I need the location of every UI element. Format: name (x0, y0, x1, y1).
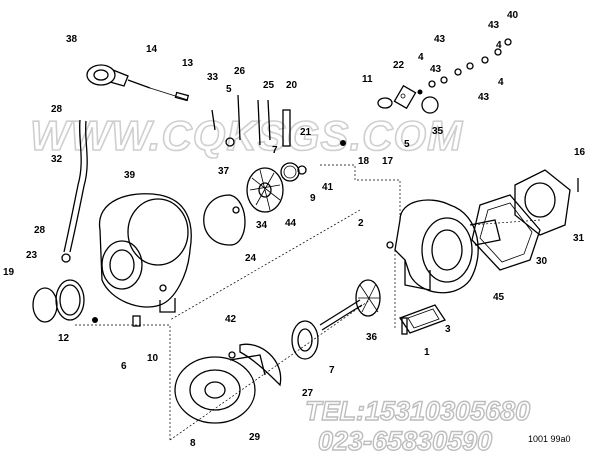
label-42: 42 (225, 314, 237, 325)
label-34: 34 (256, 220, 268, 231)
watermark-text: WWW.CQKSGS.COM (30, 112, 463, 160)
label-29: 29 (249, 432, 261, 443)
seal-insert-7 (291, 320, 319, 360)
label-39: 39 (124, 170, 136, 181)
turbine-shaft (319, 279, 381, 331)
small-rings (428, 38, 512, 88)
drawing-code: 1001 99a0 (528, 434, 571, 444)
watermark-phone-local: 023-65830590 (318, 426, 492, 456)
label-33: 33 (207, 72, 219, 83)
label-24: 24 (245, 253, 257, 264)
bearing-parts (340, 84, 439, 146)
screw-42 (228, 351, 236, 359)
label-18: 18 (358, 156, 370, 167)
label-28-a: 28 (51, 104, 63, 115)
clip (132, 315, 141, 327)
label-44: 44 (285, 218, 297, 229)
label-8: 8 (190, 438, 196, 449)
compressor-housing (99, 193, 192, 313)
label-40: 40 (507, 10, 519, 21)
label-45: 45 (493, 292, 505, 303)
bearing-housing (386, 199, 501, 294)
heat-shield-27 (239, 343, 282, 387)
label-30: 30 (536, 256, 548, 267)
label-27: 27 (302, 388, 314, 399)
label-35: 35 (432, 126, 444, 137)
leader-lines (75, 164, 541, 441)
label-7-b: 7 (329, 365, 335, 376)
label-26: 26 (234, 66, 246, 77)
label-10: 10 (147, 353, 159, 364)
label-5-a: 5 (226, 84, 232, 95)
label-21: 21 (300, 127, 312, 138)
label-7-a: 7 (272, 145, 278, 156)
label-4-c: 4 (498, 77, 504, 88)
snap-rings-left (32, 279, 98, 323)
label-28-b: 28 (34, 225, 46, 236)
label-14: 14 (146, 44, 158, 55)
label-2: 2 (358, 218, 364, 229)
label-43-a: 43 (488, 20, 500, 31)
washer-34 (232, 206, 240, 214)
label-43-d: 43 (478, 92, 490, 103)
label-17: 17 (382, 156, 394, 167)
label-43-b: 43 (434, 34, 446, 45)
label-20: 20 (286, 80, 298, 91)
nut-41 (297, 165, 307, 175)
label-12: 12 (58, 333, 70, 344)
label-4-b: 4 (418, 52, 424, 63)
callout-labels: 40 43 4 43 4 43 4 43 38 14 13 33 26 5 25… (3, 10, 586, 449)
pin-1 (401, 317, 408, 335)
watermark-phone-tel: TEL:15310305680 (305, 396, 530, 426)
label-1: 1 (424, 347, 430, 358)
oil-tube (61, 119, 88, 263)
label-31: 31 (573, 233, 585, 244)
compressor-wheel (246, 167, 284, 213)
label-13: 13 (182, 58, 194, 69)
label-11: 11 (362, 74, 373, 85)
turbine-housing (174, 354, 266, 424)
label-4-a: 4 (496, 40, 502, 51)
gasket-and-flange (471, 169, 579, 271)
label-16: 16 (574, 147, 586, 158)
label-41: 41 (322, 182, 334, 193)
label-38: 38 (66, 34, 78, 45)
label-25: 25 (263, 80, 275, 91)
label-6: 6 (121, 361, 127, 372)
label-5-b: 5 (404, 139, 410, 150)
label-3: 3 (445, 324, 451, 335)
label-19: 19 (3, 267, 15, 278)
label-22: 22 (393, 60, 405, 71)
wastegate-actuator (86, 64, 190, 102)
snap-ring-24 (203, 194, 246, 246)
label-37: 37 (218, 166, 230, 177)
label-43-c: 43 (430, 64, 442, 75)
label-9: 9 (310, 193, 316, 204)
label-23: 23 (26, 250, 38, 261)
bolts-group (211, 94, 291, 147)
label-36: 36 (366, 332, 378, 343)
label-32: 32 (51, 154, 63, 165)
